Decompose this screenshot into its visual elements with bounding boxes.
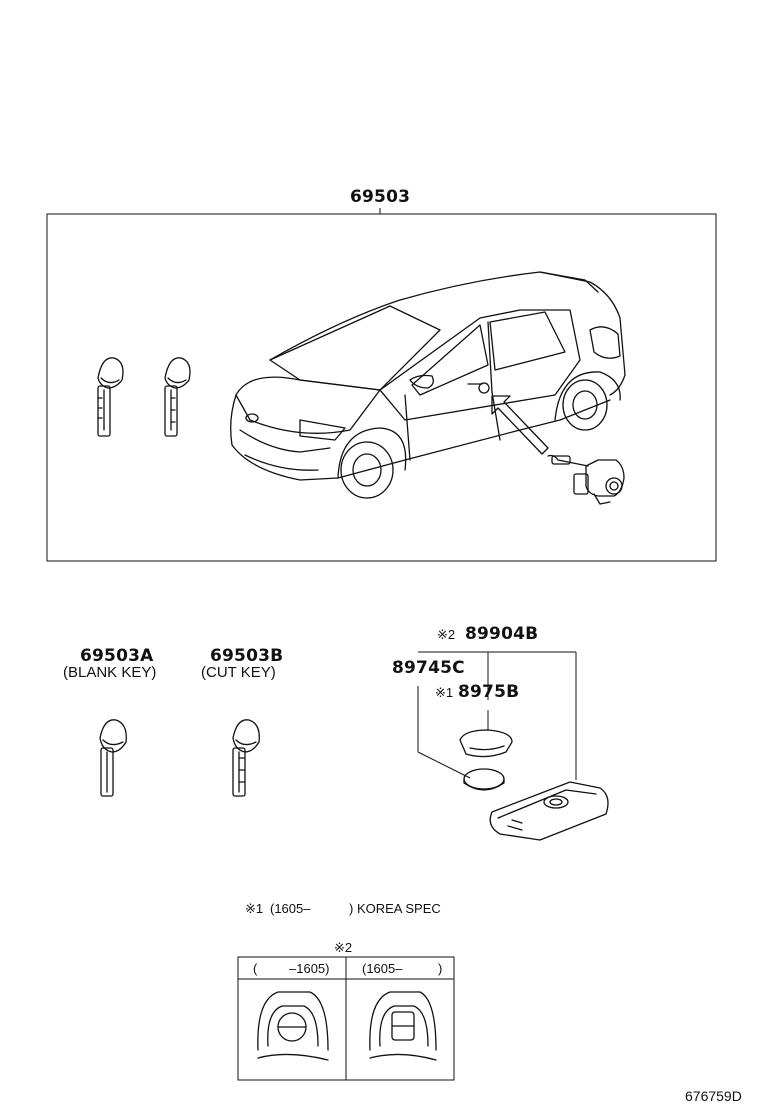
smart-key-fob xyxy=(489,781,609,841)
variant-table-mark: ※2 xyxy=(334,940,353,955)
blank-key-illustration xyxy=(99,719,127,797)
variant-new-key-image xyxy=(369,991,437,1061)
footnote-range-start: (1605– xyxy=(270,901,311,916)
variant-col1-open: ( xyxy=(253,961,258,976)
footnote-range-end: ) KOREA SPEC xyxy=(349,901,441,916)
transmitter-leader-lines xyxy=(417,651,577,780)
blank-key-description: (BLANK KEY) xyxy=(63,664,157,681)
battery-cover xyxy=(459,729,513,758)
variant-col2-close: ) xyxy=(438,961,443,976)
footnote-mark: ※1 xyxy=(245,901,264,916)
blank-key-part-number: 69503A xyxy=(80,646,154,666)
variant-old-key-image xyxy=(257,991,329,1061)
assembly-part-number: 69503 xyxy=(350,187,411,207)
cut-key-illustration xyxy=(232,719,260,797)
door-lock-cylinder xyxy=(547,454,625,505)
transmitter-part-number: 89904B xyxy=(465,624,539,644)
coin-battery xyxy=(463,768,505,791)
variant-col1-close: –1605) xyxy=(289,961,330,976)
diagram-id: 676759D xyxy=(685,1088,742,1104)
cut-key-part-number: 69503B xyxy=(210,646,284,666)
variant-table xyxy=(237,956,455,1081)
variant-col2-open: (1605– xyxy=(362,961,403,976)
assembly-box xyxy=(46,208,717,562)
battery-part-number: 89745C xyxy=(392,658,465,678)
assembly-key-left xyxy=(97,357,124,437)
vehicle-illustration xyxy=(230,271,626,499)
door-lock-arrow xyxy=(491,395,549,455)
cut-key-description: (CUT KEY) xyxy=(201,664,276,681)
cover-mark: ※1 xyxy=(435,685,454,700)
transmitter-mark: ※2 xyxy=(437,627,456,642)
assembly-key-right xyxy=(164,357,191,437)
cover-part-number: 8975B xyxy=(458,682,520,702)
